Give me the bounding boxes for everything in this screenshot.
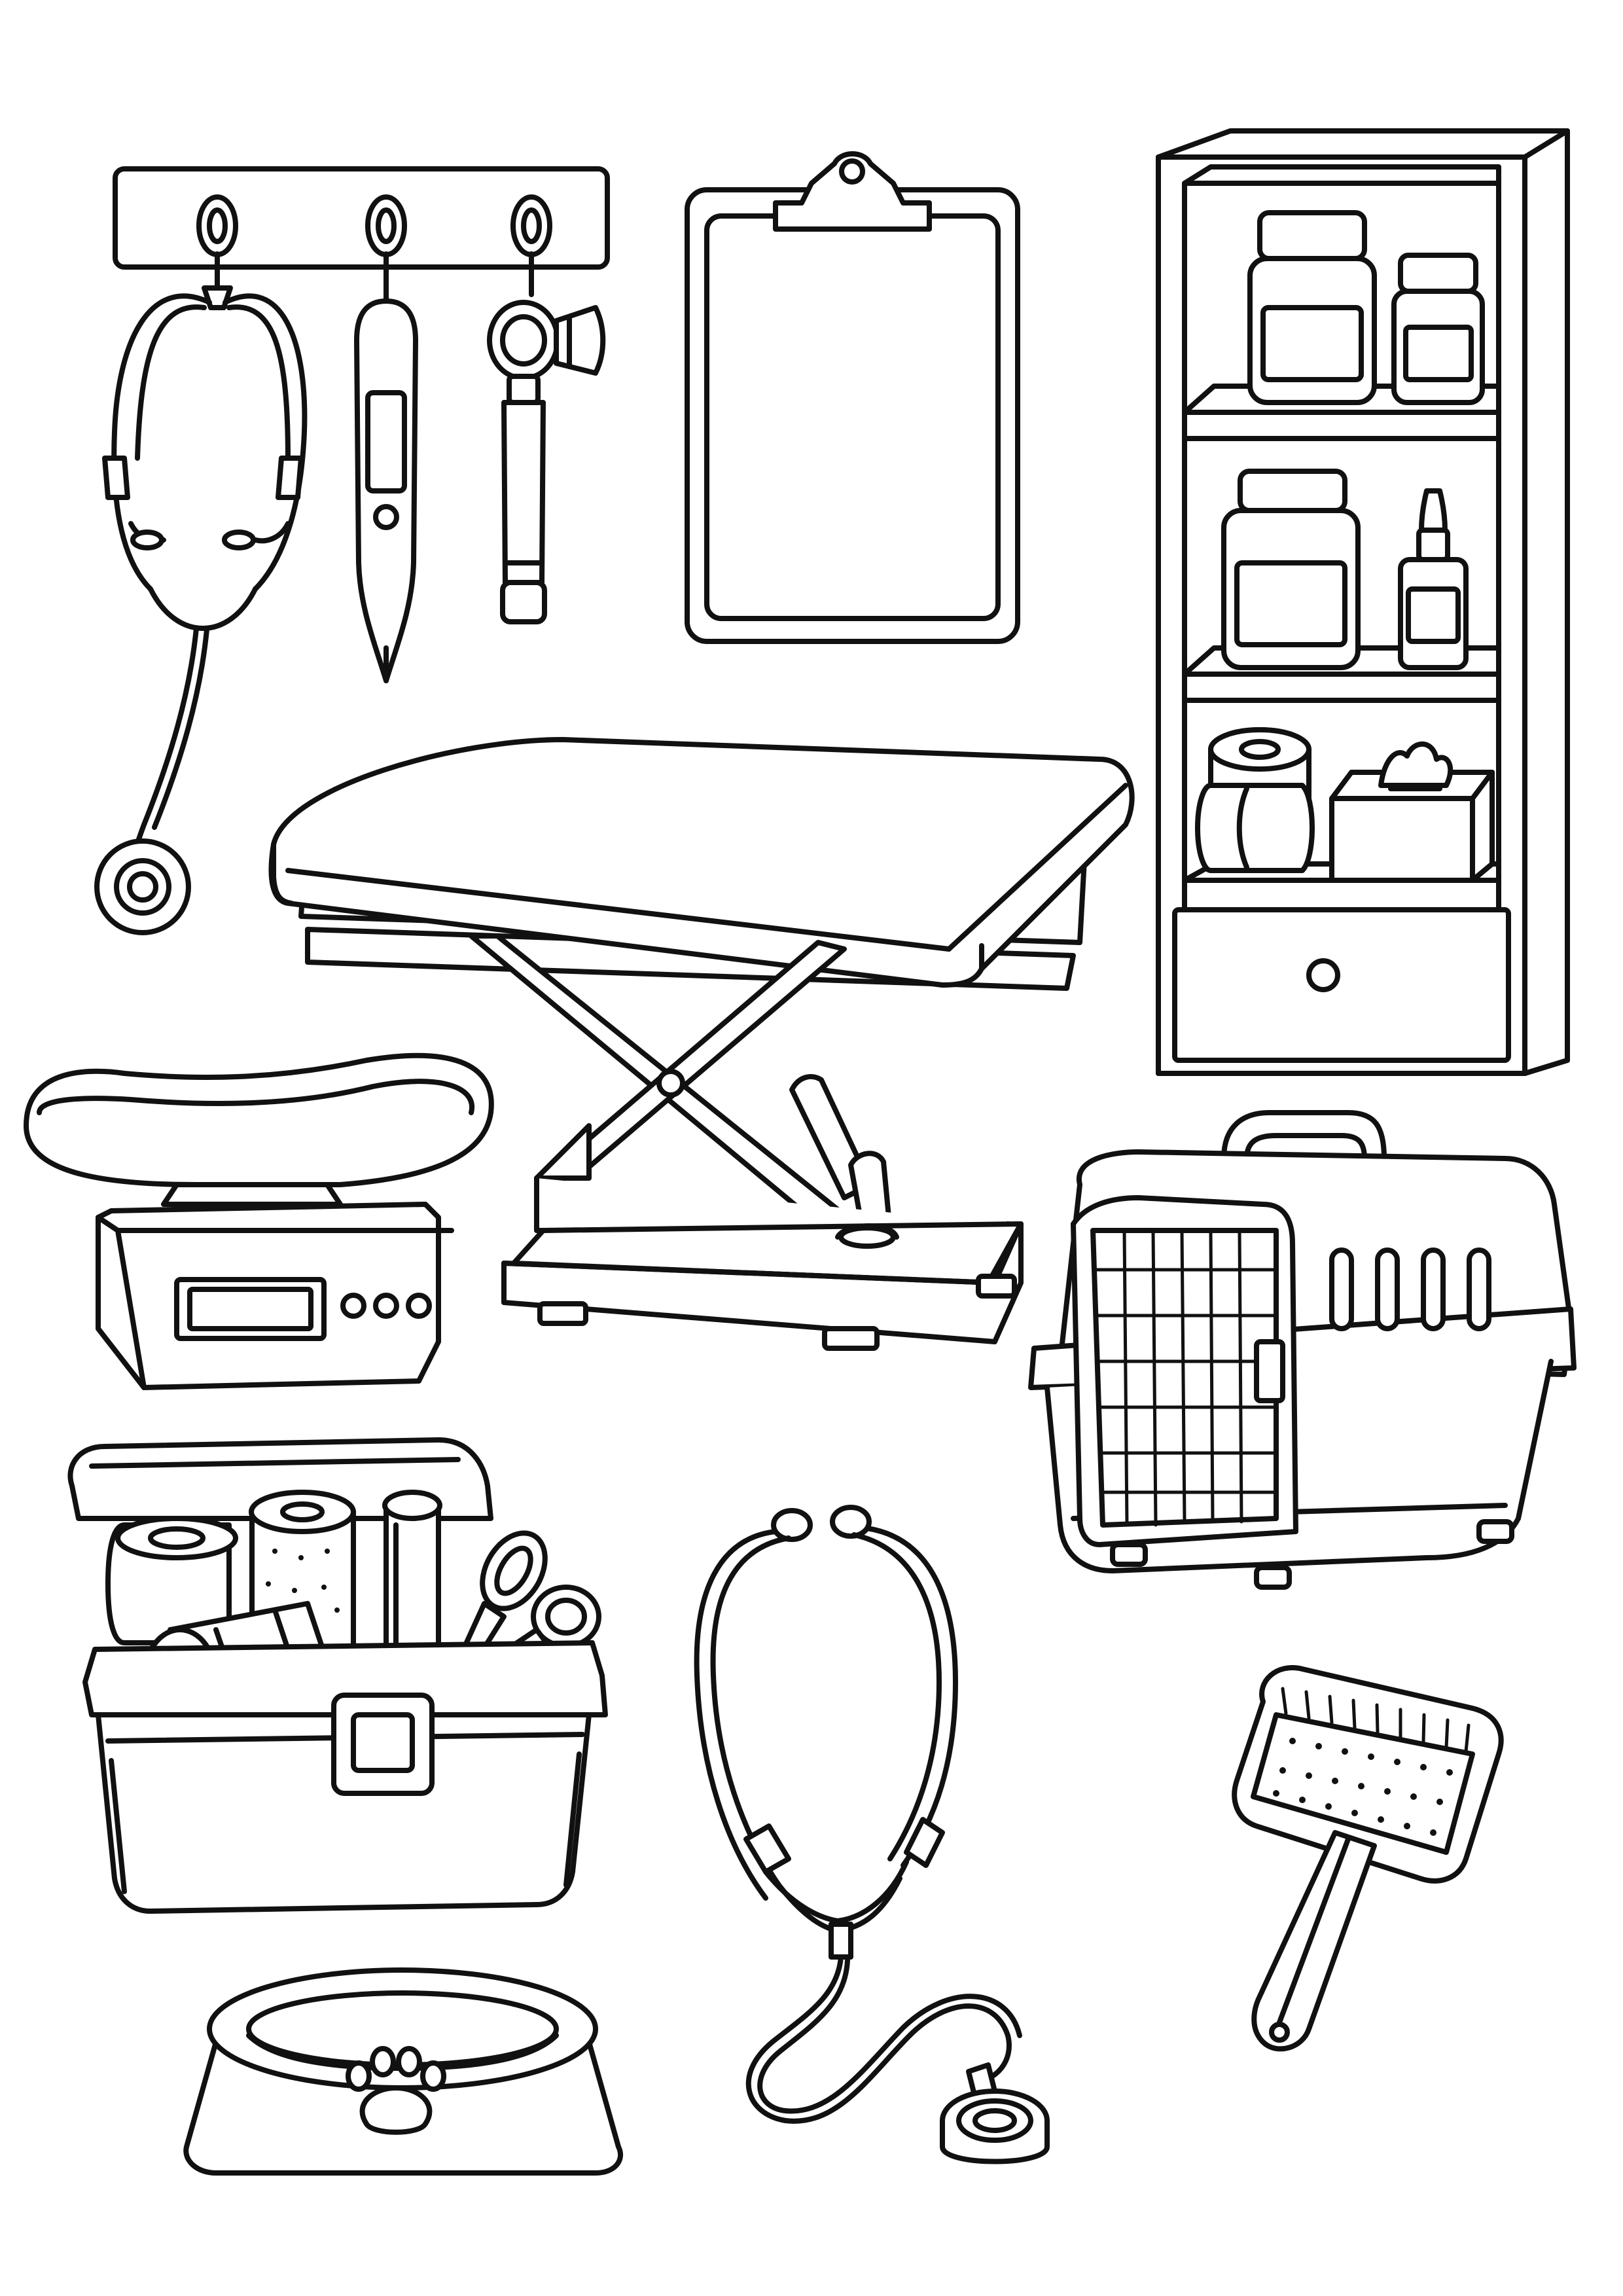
- first-aid-box-icon: [67, 1437, 608, 1914]
- bandage-roll-icon: [105, 1516, 238, 1645]
- medicine-jar-icon: [1247, 210, 1377, 405]
- brush-icon: [1232, 1665, 1504, 2052]
- chestpiece-icon: [940, 2089, 1050, 2164]
- bandage-roll-icon: [1195, 783, 1315, 873]
- latch-icon: [1254, 1339, 1285, 1403]
- medicine-jar-icon: [1391, 253, 1485, 405]
- medicine-jar-icon: [1221, 469, 1361, 670]
- exam-table-icon: [268, 737, 1135, 1351]
- dropper-bottle-icon: [1398, 488, 1469, 670]
- pet-carrier-icon: [1028, 1110, 1577, 1590]
- stethoscope-icon: [694, 1505, 1050, 2164]
- hook-rack-icon: [113, 166, 610, 270]
- hook-ring-icon: [196, 194, 238, 257]
- hook-ring-icon: [365, 194, 407, 257]
- drawer-knob-icon: [1306, 958, 1340, 992]
- paw-print-icon: [346, 2046, 446, 2135]
- bristles: [1273, 1687, 1471, 1836]
- paw-bowl-icon: [183, 1967, 624, 2176]
- otoscope-icon: [487, 251, 606, 624]
- cabinet-drawer: [1172, 907, 1511, 1063]
- thermometer-icon: [354, 251, 418, 683]
- cabinet-icon: [1156, 128, 1570, 1076]
- tube-icon: [382, 1490, 442, 1665]
- hanging-stethoscope-icon: [94, 251, 308, 935]
- scale-icon: [24, 1052, 494, 1390]
- clipboard-icon: [685, 151, 1020, 644]
- tissue-box-icon: [1329, 741, 1495, 883]
- hook-ring-icon: [510, 194, 552, 257]
- clasp-icon: [331, 1693, 435, 1796]
